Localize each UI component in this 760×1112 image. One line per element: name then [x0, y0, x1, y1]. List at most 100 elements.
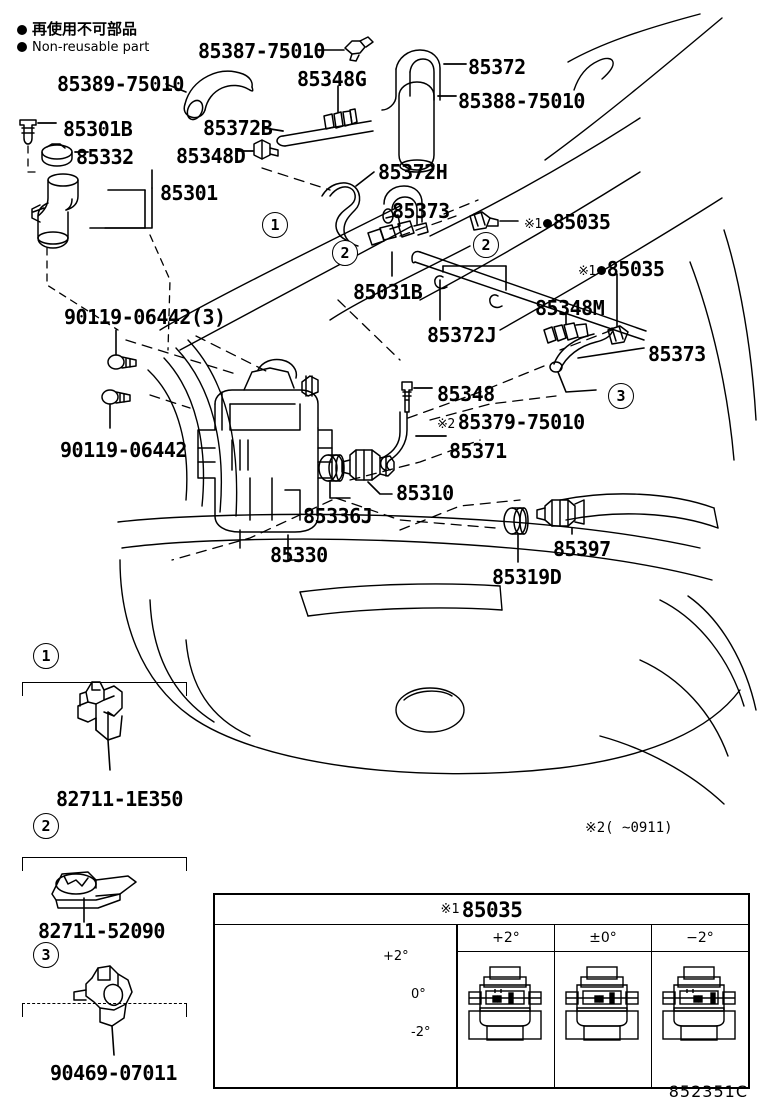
part-label-85372H: 85372H — [378, 160, 448, 184]
part-85332-cap — [41, 143, 73, 167]
nozzle-connector-icon — [468, 966, 542, 1041]
part-85348G-connector — [323, 108, 358, 130]
spec-table-85035: ※1 85035 +2° 0° -2° +2° — [213, 893, 750, 1089]
bullet-icon — [17, 42, 27, 52]
part-label-85348: 85348 — [437, 382, 495, 406]
part-label-85319D: 85319D — [492, 565, 562, 589]
legend-part-82711-52090: 82711-52090 — [38, 919, 165, 943]
part-label-85371: 85371 — [449, 439, 507, 463]
ref-mark-2: ※2 — [437, 417, 455, 432]
part-label-85332: 85332 — [76, 145, 134, 169]
part-85348M-connector — [543, 322, 589, 344]
part-number-text: 85035 — [552, 210, 611, 234]
spec-column-header: +2° — [458, 925, 554, 952]
part-85387-clip — [344, 36, 374, 62]
spec-column-cell — [652, 952, 748, 1089]
legend-circle-3: 3 — [33, 942, 59, 968]
part-85388-hose — [398, 81, 435, 173]
note-nonreusable-en: Non-reusable part — [32, 40, 150, 55]
callout-circle-2a: 2 — [332, 240, 358, 266]
legend-part-82711-1E350: 82711-1E350 — [56, 787, 183, 811]
part-85330-reservoir — [197, 358, 333, 549]
part-85301-fillerneck — [31, 173, 79, 249]
spec-column-plus2: +2° — [458, 925, 555, 1089]
part-85397-nozzle — [536, 499, 585, 527]
spec-column-header: ±0° — [555, 925, 651, 952]
legend-icon-3 — [73, 965, 133, 1027]
legend-circle-2: 2 — [33, 813, 59, 839]
part-label-90119-06442: 90119-06442 — [60, 438, 187, 462]
part-85348-joint — [401, 381, 413, 413]
part-label-85387-75010: 85387-75010 — [198, 39, 325, 63]
part-85348D-clamp — [253, 139, 279, 160]
part-label-85348G: 85348G — [297, 67, 367, 91]
part-90119-06442-bolt-b — [101, 389, 131, 405]
part-label-85388-75010: 85388-75010 — [458, 89, 585, 113]
bullet-icon — [542, 219, 552, 228]
part-label-90119-06442-3: 90119-06442(3) — [64, 305, 226, 329]
part-85389-hose — [183, 70, 254, 121]
nozzle-connector-icon — [662, 966, 736, 1041]
part-label-85031B: 85031B — [353, 280, 423, 304]
part-85336J-grommet — [318, 454, 345, 482]
part-85035-nozzle-lower — [607, 325, 629, 345]
spec-column-cell — [458, 952, 554, 1089]
part-label-85397: 85397 — [553, 537, 611, 561]
ref-mark-1: ※1 — [440, 902, 460, 917]
part-label-85389-75010: 85389-75010 — [57, 72, 184, 96]
part-85372H-hose — [321, 182, 361, 247]
ref-mark-1: ※1 — [524, 217, 542, 232]
part-label-85301: 85301 — [160, 181, 218, 205]
nozzle-connector-icon — [565, 966, 639, 1041]
part-label-85336J: 85336J — [303, 504, 373, 528]
part-85372-hose — [381, 49, 441, 111]
ref-mark-1: ※1 — [578, 264, 596, 279]
part-label-85372J: 85372J — [427, 323, 497, 347]
callout-circle-2b: 2 — [473, 232, 499, 258]
bullet-icon — [596, 266, 606, 275]
spec-table-title: ※1 85035 — [215, 895, 748, 925]
part-85301B-bolt — [19, 119, 37, 145]
part-label-85373-upper: 85373 — [392, 199, 450, 223]
spec-column-zero: ±0° — [555, 925, 652, 1089]
spec-table-body: +2° 0° -2° +2° — [215, 925, 748, 1089]
part-85373-hose-lower — [549, 331, 613, 373]
spec-column-header: −2° — [652, 925, 748, 952]
angle-label-zero: 0° — [411, 987, 426, 1002]
angle-label-plus2: +2° — [383, 949, 409, 964]
legend-circle-1: 1 — [33, 643, 59, 669]
callout-circle-3: 3 — [608, 383, 634, 409]
part-label-85373-lower: 85373 — [648, 342, 706, 366]
part-label-85372B: 85372B — [203, 116, 273, 140]
part-85372J-tube — [411, 250, 647, 341]
legend-bracket-3 — [22, 1003, 187, 1017]
part-label-85348M: 85348M — [535, 296, 605, 320]
spec-column-cell — [555, 952, 651, 1089]
callout-circle-1: 1 — [262, 212, 288, 238]
spec-table-part-number: 85035 — [461, 897, 523, 922]
diagram-id: 852351C — [668, 1082, 748, 1101]
part-85035-nozzle-upper — [469, 211, 499, 231]
legend-icon-2 — [51, 871, 137, 909]
part-label-85310: 85310 — [396, 481, 454, 505]
spec-table-illustration-cell: +2° 0° -2° — [215, 925, 458, 1089]
legend-bracket-2 — [22, 857, 187, 871]
part-label-85348D: 85348D — [176, 144, 246, 168]
note-date-range: ※2( ~0911) — [585, 820, 673, 836]
part-label-85372: 85372 — [468, 55, 526, 79]
part-label-85301B: 85301B — [63, 117, 133, 141]
part-number-text: 85379-75010 — [457, 410, 585, 434]
spec-table-columns: +2° — [458, 925, 748, 1089]
spec-column-minus2: −2° — [652, 925, 748, 1089]
part-label-85330: 85330 — [270, 543, 328, 567]
angle-label-minus2: -2° — [411, 1025, 431, 1040]
legend-part-90469-07011: 90469-07011 — [50, 1061, 177, 1085]
part-90119-06442-bolt-a — [107, 354, 137, 370]
bullet-icon — [17, 25, 27, 35]
legend-bracket-1 — [22, 682, 187, 696]
part-label-85035-upper: ※1 85035 — [524, 210, 611, 234]
note-nonreusable-jp: 再使用不可部品 — [32, 20, 138, 38]
